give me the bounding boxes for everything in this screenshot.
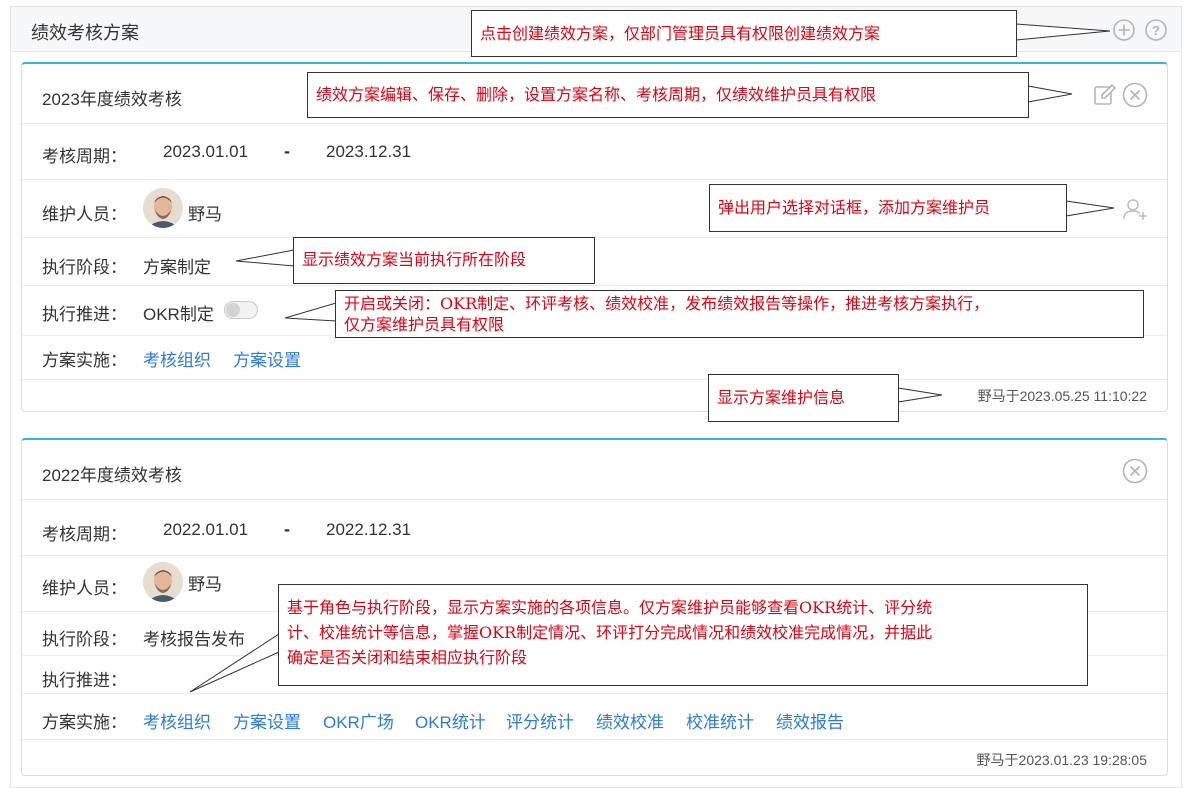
callout-impl-line3: 确定是否关闭和结束相应执行阶段 <box>287 648 528 667</box>
callout-impl-line2: 计、校准统计等信息，掌握OKR制定情况、环评打分完成情况和绩效校准完成情况，并据… <box>287 623 933 642</box>
impl-row: 方案实施： 考核组织 方案设置 <box>22 336 1167 380</box>
callout-maint-info: 显示方案维护信息 <box>708 374 899 422</box>
stage-value: 考核报告发布 <box>143 630 245 649</box>
callout-stage-text: 显示绩效方案当前执行所在阶段 <box>302 250 527 269</box>
link-assessment-org[interactable]: 考核组织 <box>143 351 211 370</box>
maintain-info: 野马于2023.01.23 19:28:05 <box>976 752 1147 768</box>
stage-value: 方案制定 <box>143 258 211 277</box>
period-start[interactable]: 2022.01.01 <box>163 520 249 539</box>
callout-edit: 绩效方案编辑、保存、删除，设置方案名称、考核周期，仅绩效维护员具有权限 <box>307 72 1029 118</box>
stage-label: 执行阶段： <box>42 630 127 649</box>
link-plan-settings[interactable]: 方案设置 <box>233 713 301 732</box>
callout-add-maintainer-text: 弹出用户选择对话框，添加方案维护员 <box>718 198 991 217</box>
period-label: 考核周期： <box>42 525 127 544</box>
avatar <box>143 188 183 228</box>
callout-push-line2: 仅方案维护员具有权限 <box>344 315 505 334</box>
push-label: 执行推进： <box>42 671 127 690</box>
link-calibration-stats[interactable]: 校准统计 <box>686 713 754 732</box>
page-title: 绩效考核方案 <box>31 23 139 43</box>
period-start[interactable]: 2023.01.01 <box>163 142 249 161</box>
callout-create-text: 点击创建绩效方案，仅部门管理员具有权限创建绩效方案 <box>480 24 881 43</box>
period-end[interactable]: 2023.12.31 <box>326 142 412 161</box>
link-assessment-org[interactable]: 考核组织 <box>143 713 211 732</box>
stage-row: 执行阶段： 方案制定 <box>22 238 1167 286</box>
plan-title-row: 2023年度绩效考核 <box>22 64 1167 124</box>
callout-create: 点击创建绩效方案，仅部门管理员具有权限创建绩效方案 <box>471 10 1017 57</box>
callout-edit-text: 绩效方案编辑、保存、删除，设置方案名称、考核周期，仅绩效维护员具有权限 <box>316 85 877 104</box>
period-label: 考核周期： <box>42 147 127 166</box>
maintainer-label: 维护人员： <box>42 205 127 224</box>
close-circle-icon[interactable] <box>1122 458 1148 484</box>
plan-title: 2022年度绩效考核 <box>42 466 182 485</box>
period-row: 考核周期： 2023.01.01 - 2023.12.31 <box>22 124 1167 180</box>
maintainer-name: 野马 <box>188 575 222 594</box>
toggle-knob <box>226 303 240 317</box>
add-user-icon[interactable] <box>1122 196 1148 222</box>
question-circle-icon[interactable]: ? <box>1145 19 1167 41</box>
maintainer-label: 维护人员： <box>42 579 127 598</box>
period-row: 考核周期： 2022.01.01 - 2022.12.31 <box>22 500 1167 556</box>
period-end[interactable]: 2022.12.31 <box>326 520 412 539</box>
link-plan-settings[interactable]: 方案设置 <box>233 351 301 370</box>
link-okr-square[interactable]: OKR广场 <box>323 713 394 732</box>
link-perf-report[interactable]: 绩效报告 <box>776 713 844 732</box>
push-value: OKR制定 <box>143 305 214 324</box>
impl-row: 方案实施： 考核组织 方案设置 OKR广场 OKR统计 评分统计 绩效校准 校准… <box>22 694 1167 740</box>
impl-label: 方案实施： <box>42 713 127 732</box>
close-circle-icon[interactable] <box>1122 82 1148 108</box>
avatar <box>143 562 183 602</box>
okr-toggle[interactable] <box>224 301 258 319</box>
edit-icon[interactable] <box>1092 82 1118 108</box>
plan-title: 2023年度绩效考核 <box>42 90 182 109</box>
impl-label: 方案实施： <box>42 351 127 370</box>
callout-impl-line1: 基于角色与执行阶段，显示方案实施的各项信息。仅方案维护员能够查看OKR统计、评分… <box>287 598 933 617</box>
maintainer-name: 野马 <box>188 205 222 224</box>
callout-maint-info-text: 显示方案维护信息 <box>717 388 846 407</box>
svg-text:?: ? <box>1152 23 1160 38</box>
link-okr-stats[interactable]: OKR统计 <box>415 713 486 732</box>
period-separator: - <box>284 519 290 539</box>
callout-add-maintainer: 弹出用户选择对话框，添加方案维护员 <box>709 184 1067 232</box>
period-separator: - <box>284 141 290 161</box>
link-perf-calibration[interactable]: 绩效校准 <box>596 713 664 732</box>
callout-impl: 基于角色与执行阶段，显示方案实施的各项信息。仅方案维护员能够查看OKR统计、评分… <box>278 584 1088 686</box>
callout-push: 开启或关闭：OKR制定、环评考核、绩效校准，发布绩效报告等操作，推进考核方案执行… <box>335 290 1144 338</box>
push-label: 执行推进： <box>42 305 127 324</box>
plan-title-row: 2022年度绩效考核 <box>22 440 1167 500</box>
plus-circle-icon[interactable] <box>1113 19 1135 41</box>
callout-push-line1: 开启或关闭：OKR制定、环评考核、绩效校准，发布绩效报告等操作，推进考核方案执行… <box>344 294 990 313</box>
callout-stage: 显示绩效方案当前执行所在阶段 <box>293 237 595 284</box>
maintain-info: 野马于2023.05.25 11:10:22 <box>977 388 1147 404</box>
push-row: 执行推进： <box>22 656 1167 694</box>
stage-label: 执行阶段： <box>42 258 127 277</box>
link-score-stats[interactable]: 评分统计 <box>506 713 574 732</box>
